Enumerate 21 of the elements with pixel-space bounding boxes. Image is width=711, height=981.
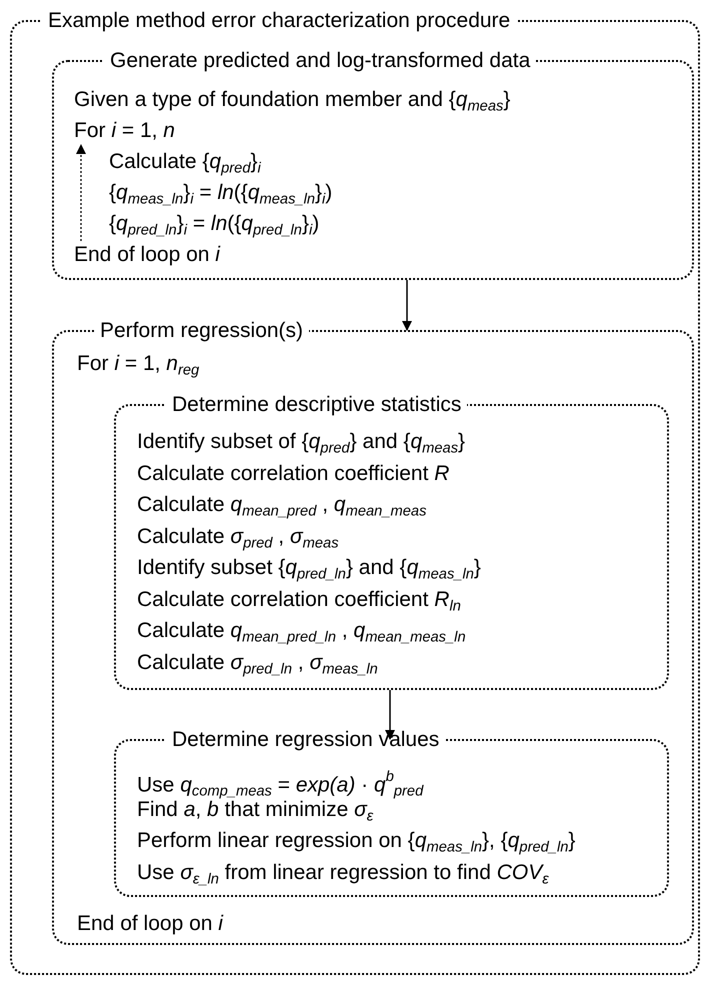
pseudocode-line: Calculate {q$_{pred}$}$_{i}$ — [109, 149, 261, 178]
pseudocode-line: Identify subset {q$_{pred_ln}$} and {q$_{meas_ln}$} — [137, 555, 481, 584]
pseudocode-line: End of loop on i — [74, 242, 220, 268]
pseudocode-line: {q$_{meas_ln}$}$_{i}$ = ln({q$_{meas_ln}$}$_{i}$) — [109, 180, 332, 210]
pseudocode-line: Calculate σ$_{pred}$ , σ$_{meas}$ — [137, 524, 339, 553]
pseudocode-line: Calculate q$_{mean_pred_ln}$ , q$_{mean_meas_ln}$ — [137, 618, 466, 648]
pseudocode-line: Calculate σ$_{pred_ln}$ , σ$_{meas_ln}$ — [137, 650, 378, 679]
pseudocode-line: End of loop on i — [77, 911, 223, 937]
pseudocode-line: Find a, b that minimize σ$_{ε}$ — [137, 798, 374, 826]
pseudocode-line: Given a type of foundation member and {q$_{meas}$} — [74, 87, 510, 116]
pseudocode-line: Calculate correlation coefficient R — [137, 460, 450, 486]
pseudocode-line: Use σ$_{ε_ln}$ from linear regression to find COV$_{ε}$ — [137, 860, 549, 889]
pseudocode-line: For i = 1, n$_{reg}$ — [77, 351, 200, 380]
pseudocode-line: For i = 1, n — [74, 118, 175, 144]
pseudocode-line: {q$_{pred_ln}$}$_{i}$ = ln({q$_{pred_ln}$}$_{i}$) — [109, 211, 320, 240]
pseudocode-line: Identify subset of {q$_{pred}$} and {q$_{meas}$} — [137, 429, 466, 458]
pseudocode-line: Calculate correlation coefficient R$_{ln}$ — [137, 586, 461, 616]
arrow — [402, 280, 412, 331]
arrow — [385, 690, 395, 740]
pseudocode-line: Calculate q$_{mean_pred}$ , q$_{mean_meas}$ — [137, 492, 426, 522]
pseudocode-line: Perform linear regression on {q$_{meas_ln}$}, {q$_{pred_ln}$} — [137, 828, 576, 858]
